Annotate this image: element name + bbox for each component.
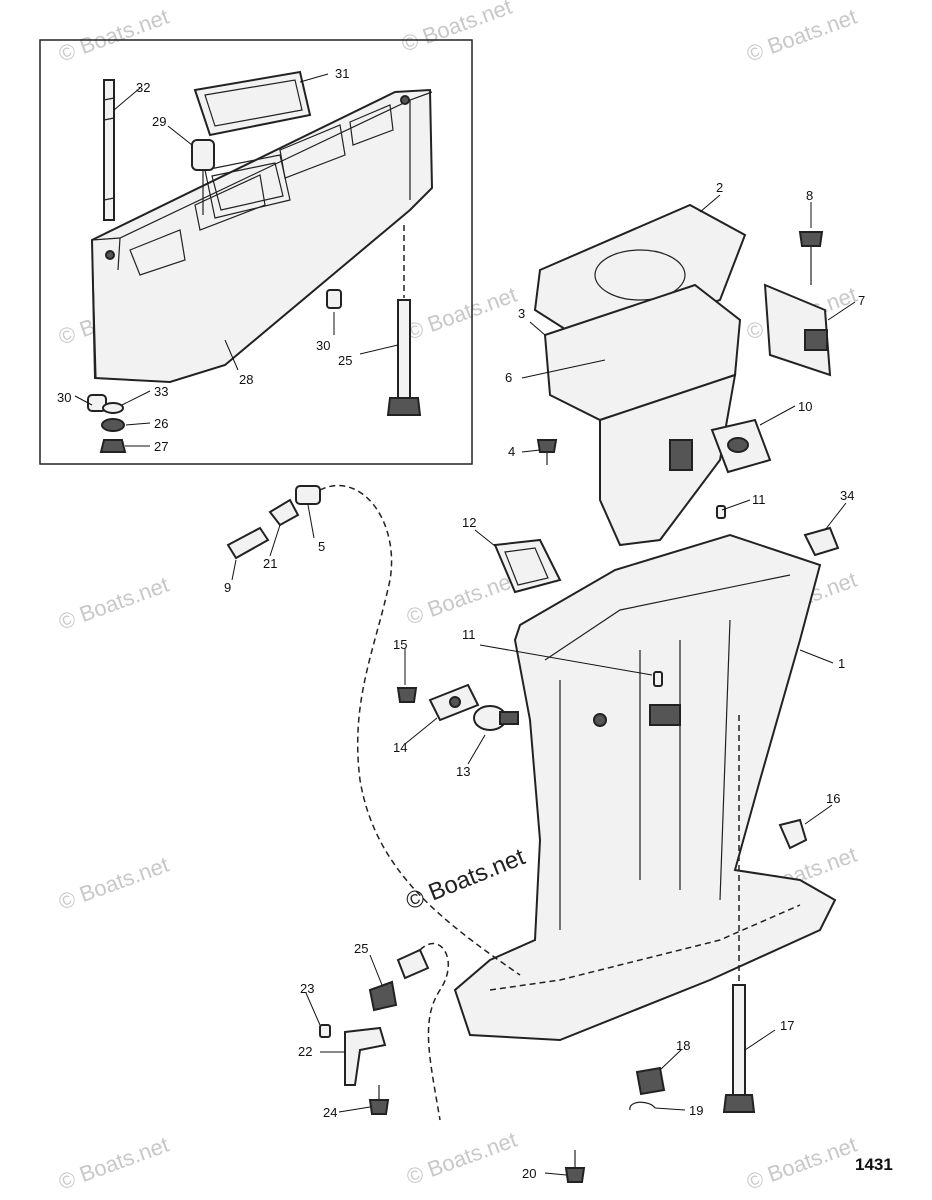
callout-8: 8	[806, 188, 813, 203]
callout-11: 11	[752, 492, 766, 507]
callout-31: 31	[335, 66, 349, 81]
washers-26-27-33	[87, 394, 127, 453]
pin-11-lower	[653, 671, 663, 687]
nut-18-ring-19	[629, 1066, 666, 1111]
bushing-30-inset	[326, 289, 342, 309]
callout-6: 6	[505, 370, 512, 385]
callout-13: 13	[456, 764, 470, 779]
watermark: © Boats.net	[55, 852, 172, 915]
callout-11: 11	[462, 627, 476, 642]
gasket-2	[533, 203, 747, 347]
callout-22: 22	[298, 1044, 312, 1059]
callout-21: 21	[263, 556, 277, 571]
callout-7: 7	[858, 293, 865, 308]
gasket-31	[193, 70, 312, 137]
callout-16: 16	[826, 791, 840, 806]
callout-9: 9	[224, 580, 231, 595]
callout-17: 17	[780, 1018, 794, 1033]
center-watermark: © Boats.net	[402, 843, 529, 915]
callout-28: 28	[239, 372, 253, 387]
callout-1: 1	[838, 656, 845, 671]
callout-26: 26	[154, 416, 168, 431]
screw-20	[564, 1150, 586, 1183]
trim-tab-22-parts	[319, 942, 449, 1121]
bolt-17	[722, 715, 756, 1113]
callout-12: 12	[462, 515, 476, 530]
watermark: © Boats.net	[743, 4, 860, 67]
callout-2: 2	[716, 180, 723, 195]
watermark: © Boats.net	[55, 4, 172, 67]
callout-14: 14	[393, 740, 407, 755]
callout-19: 19	[689, 1103, 703, 1118]
callout-32: 32	[136, 80, 150, 95]
callout-4: 4	[508, 444, 515, 459]
seal-12	[493, 538, 562, 594]
driveshaft-housing-1	[453, 533, 837, 1042]
callout-15: 15	[393, 637, 407, 652]
pin-11-upper	[716, 505, 726, 519]
callout-5: 5	[318, 539, 325, 554]
callout-29: 29	[152, 114, 166, 129]
inner-gasket	[204, 154, 291, 219]
adapter-3	[543, 283, 742, 547]
screw-8	[798, 231, 824, 285]
callout-30: 30	[316, 338, 330, 353]
clip-34	[803, 526, 840, 557]
adapter-plate-28	[90, 88, 434, 384]
figure-number: 1431	[855, 1155, 893, 1174]
callout-20: 20	[522, 1166, 536, 1181]
sensor-13	[473, 705, 519, 731]
mount-10	[710, 418, 772, 474]
inset-frame	[39, 39, 473, 465]
grommet-29	[191, 139, 215, 215]
watermark: © Boats.net	[743, 1132, 860, 1195]
watermark: © Boats.net	[403, 567, 520, 630]
watermark: © Boats.net	[403, 282, 520, 345]
callout-23: 23	[300, 981, 314, 996]
mount-7	[763, 283, 832, 377]
callouts: 31 32 29 28 30 30 25 33 26 27 2 8 3 7 6 …	[57, 66, 865, 1181]
callout-25: 25	[338, 353, 352, 368]
plate-14-bolt-15	[396, 683, 480, 722]
callout-30: 30	[57, 390, 71, 405]
watermark: © Boats.net	[403, 1127, 520, 1190]
callout-25: 25	[354, 941, 368, 956]
callout-10: 10	[798, 399, 812, 414]
callout-34: 34	[840, 488, 854, 503]
watermark: © Boats.net	[398, 0, 515, 57]
callout-24: 24	[323, 1105, 337, 1120]
plug-16	[778, 818, 808, 850]
bolt-4	[536, 439, 558, 465]
watermark: © Boats.net	[55, 572, 172, 635]
sensor-5-9-21	[226, 484, 521, 976]
callout-33: 33	[154, 384, 168, 399]
bolt-25-inset	[386, 225, 422, 416]
callout-18: 18	[676, 1038, 690, 1053]
stud-32	[103, 79, 115, 221]
callout-27: 27	[154, 439, 168, 454]
callout-3: 3	[518, 306, 525, 321]
leader-lines	[74, 73, 856, 1176]
watermark: © Boats.net	[55, 1132, 172, 1195]
